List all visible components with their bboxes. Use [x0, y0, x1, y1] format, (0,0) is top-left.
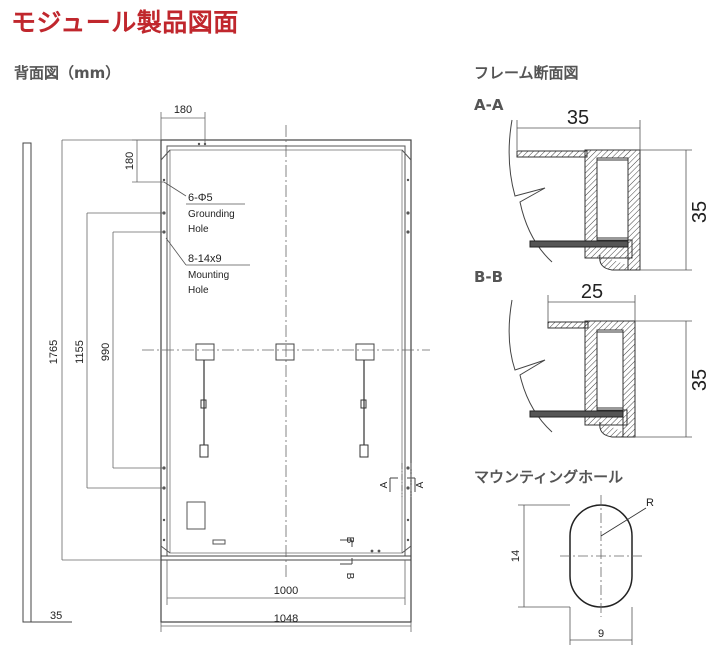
dim-top-offset-h: 180	[174, 104, 192, 116]
ground-hole-line2: Hole	[188, 224, 209, 235]
section-bb-drawing	[508, 295, 692, 438]
section-aa-drawing	[508, 119, 692, 271]
dim-height-mount: 990	[100, 343, 112, 361]
aa-height-dim: 35	[689, 201, 711, 223]
section-mark-a-right: A	[415, 481, 426, 488]
dim-top-offset-v: 180	[124, 152, 136, 170]
section-mark-b-bottom: B	[344, 573, 355, 580]
frame-holes	[162, 142, 410, 553]
back-view-title: 背面図（mm）	[14, 64, 121, 82]
mount-hole-spec: 8-14x9	[188, 253, 222, 265]
aa-width-dim: 35	[567, 107, 589, 129]
mount-hole-line1: Mounting	[188, 270, 229, 281]
bb-width-dim: 25	[581, 281, 603, 303]
bb-height-dim: 35	[689, 369, 711, 391]
mount-radius-label: R	[646, 497, 654, 509]
frame-section-title: フレーム断面図	[474, 64, 579, 82]
dim-frame-depth: 35	[50, 610, 62, 622]
junction-box-right	[355, 343, 375, 361]
section-bb-label: B-B	[474, 268, 504, 286]
dim-height-ground: 1155	[74, 340, 86, 364]
section-mark-a-left: A	[379, 481, 390, 488]
mount-width-dim: 9	[598, 628, 604, 640]
back-view	[22, 112, 430, 632]
dim-width-outer: 1048	[274, 613, 298, 625]
junction-box-left	[195, 343, 215, 361]
cable-connector-right	[359, 444, 369, 458]
label-plate	[186, 501, 206, 530]
ground-hole-spec: 6-Φ5	[188, 192, 213, 204]
section-mark-b-top: B	[344, 537, 355, 544]
dim-height-total: 1765	[48, 340, 60, 364]
mounting-hole-drawing	[518, 495, 647, 645]
page-title: モジュール製品図面	[11, 8, 239, 37]
dim-width-inner: 1000	[274, 585, 298, 597]
section-aa-label: A-A	[474, 96, 504, 114]
cable-connector-left	[199, 444, 209, 458]
ground-hole-line1: Grounding	[188, 209, 235, 220]
side-profile	[22, 142, 32, 623]
mount-hole-line2: Hole	[188, 285, 209, 296]
mount-height-dim: 14	[510, 550, 522, 562]
junction-box-center	[275, 343, 295, 361]
mounting-hole-title: マウンティングホール	[474, 468, 624, 486]
